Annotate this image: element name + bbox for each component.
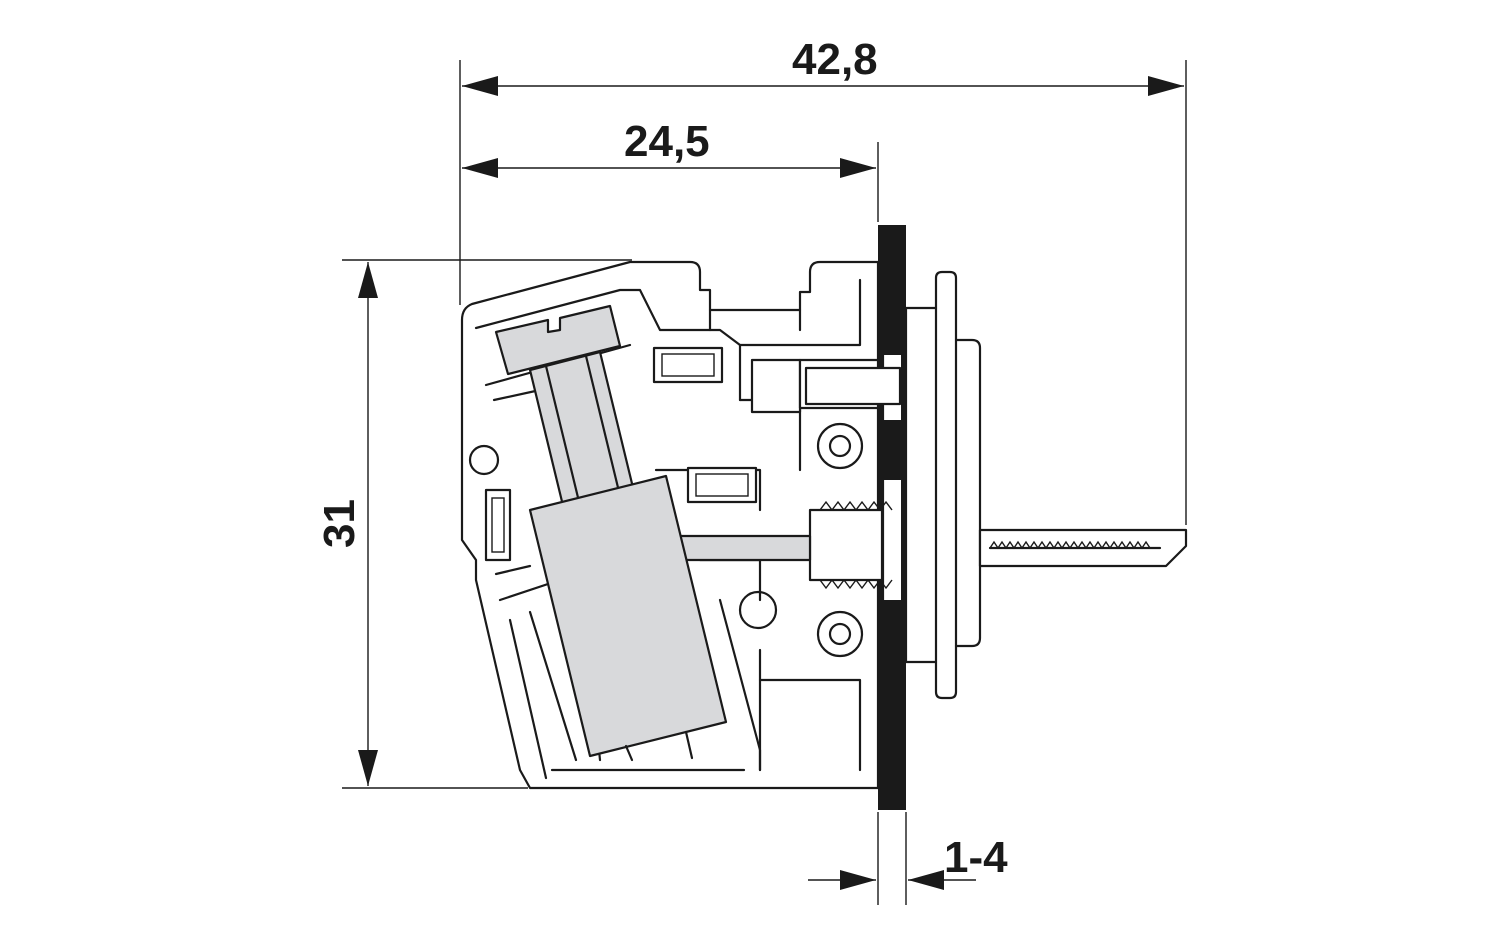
clamping-screw	[494, 304, 638, 520]
clamp-sleeve	[494, 474, 728, 762]
front-depth-dimension	[462, 142, 879, 222]
overall-depth-label: 42,8	[792, 35, 878, 84]
rear-flange	[904, 270, 982, 700]
overall-depth-dimension	[459, 60, 1187, 525]
height-label: 31	[315, 499, 364, 548]
height-dimension	[342, 259, 632, 789]
panel-thickness-label: 1-4	[944, 833, 1008, 882]
panel-thickness-dimension	[808, 812, 976, 905]
test-pin	[978, 528, 1188, 568]
front-depth-label: 24,5	[624, 117, 710, 166]
